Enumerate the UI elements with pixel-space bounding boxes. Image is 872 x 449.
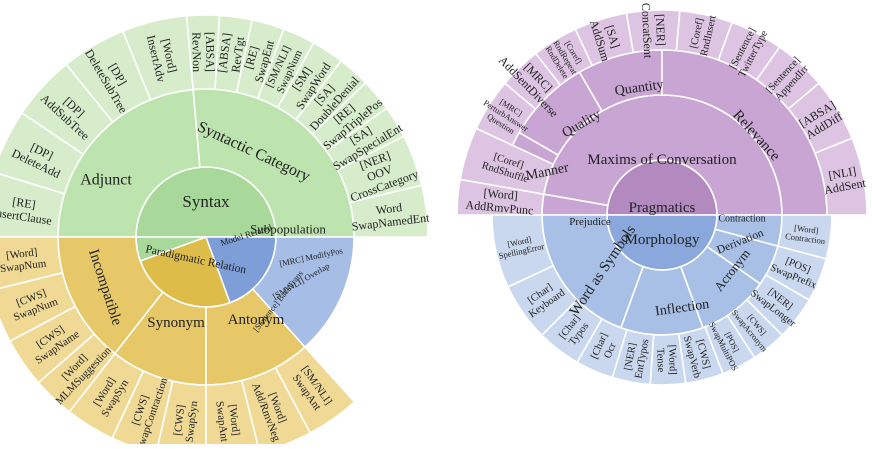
- pragmatics-label: Pragmatics: [629, 200, 696, 216]
- pragmatics-leaf-segment: [755, 45, 821, 111]
- syntax-leaf-segment: [311, 81, 388, 153]
- paradigmatic-leaf-segment: [274, 345, 356, 435]
- morphology-leaf-segment: [677, 325, 724, 385]
- leaf-label: [CWS]SwapSyn: [171, 398, 200, 443]
- prejudice-label: Prejudice: [569, 216, 611, 228]
- morphology-leaf-segment: [745, 273, 811, 337]
- leaf-label: [NLI]AddSent: [820, 162, 867, 197]
- morphology-leaf-segment: [764, 245, 828, 302]
- morphology-label: Morphology: [625, 232, 701, 248]
- leaf-label: [Word]AddRmvPunc: [465, 184, 535, 217]
- pragmatics-leaf-segment: [475, 82, 537, 147]
- morphology-leaf-segment: [776, 214, 833, 260]
- syntax-leaf-segment: [235, 18, 285, 100]
- pragmatics-leaf-segment: [459, 127, 555, 196]
- syntax-leaf-segment: [294, 59, 367, 136]
- pragmatics-leaf-segment: [675, 9, 734, 61]
- contraction-label: Contraction: [718, 213, 765, 224]
- morphology-leaf-segment: [611, 328, 655, 386]
- syntax-leaf-segment: [65, 30, 152, 124]
- syntax-leaf-segment: [121, 14, 194, 101]
- adjunct-label: Adjunct: [80, 171, 132, 188]
- leaf-label: [ABSA]RevNon: [190, 32, 218, 72]
- leaf-label: [Word]Tense: [654, 345, 678, 376]
- pragmatics-leaf-segment: [717, 21, 781, 81]
- syntax-leaf-segment: [185, 14, 221, 91]
- leaf-label: [ABSA]RevTgt: [215, 32, 248, 75]
- syntax-leaf-segment: [214, 14, 254, 94]
- leaf-label: [Word]SwapAnt: [213, 399, 242, 443]
- morphology-leaf-segment: [575, 317, 628, 379]
- syntax-leaf-segment: [276, 41, 343, 121]
- syntax-leaf-segment: [348, 184, 429, 238]
- morphology-leaf-segment: [726, 298, 784, 359]
- pragmatics-leaf-segment: [574, 12, 635, 67]
- antonym-label: Antonym: [228, 312, 285, 328]
- morphology-leaf-segment: [506, 264, 579, 337]
- leaf-label: [Word]SwapNum: [0, 245, 47, 275]
- pragmatics-leaf-segment: [625, 9, 681, 54]
- syntax-leaf-segment: [0, 111, 85, 195]
- pragmatics-leaf-segment: [787, 82, 854, 155]
- maxims-label: Maxims of Conversation: [587, 152, 737, 168]
- morphology-leaf-segment: [649, 332, 687, 386]
- syntax-leaf-segment: [336, 135, 423, 204]
- syntax-leaf-segment: [20, 63, 114, 156]
- morphology-leaf-segment: [540, 298, 604, 364]
- leaf-label: [NER]ConcatSent: [639, 2, 669, 59]
- quantity-label: Quantity: [614, 77, 665, 99]
- syntax-leaf-segment: [256, 28, 315, 109]
- inflection-label: Inflection: [654, 297, 710, 319]
- synonym-label: Synonym: [147, 315, 205, 331]
- subpopulation-label: Subpopulation: [250, 221, 326, 236]
- syntax-label: Syntax: [182, 192, 230, 211]
- pragmatics-leaf-segment: [813, 137, 868, 216]
- morphology-leaf-segment: [491, 214, 555, 288]
- pragmatics-leaf-segment: [534, 28, 594, 87]
- syntax-leaf-segment: [325, 106, 405, 171]
